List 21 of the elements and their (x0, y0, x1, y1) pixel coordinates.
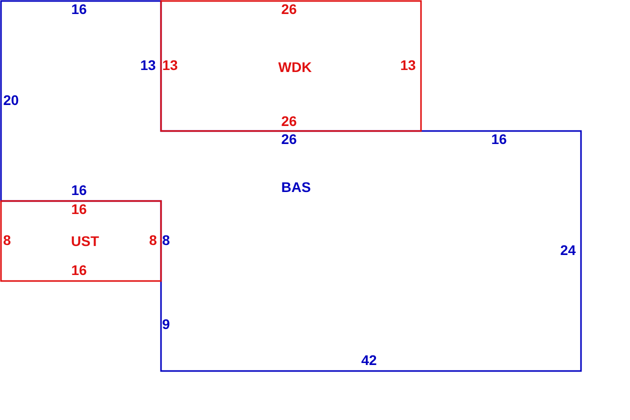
dimension-label: 16 (71, 201, 87, 217)
dimension-label: 16 (71, 1, 87, 17)
dimension-label: 9 (162, 316, 170, 332)
dimension-label: 20 (3, 92, 19, 108)
dimension-label: 16 (71, 182, 87, 198)
dimension-label: 13 (140, 57, 156, 73)
dimension-label: 8 (3, 232, 11, 248)
room-name: UST (71, 233, 99, 249)
dimension-label: 13 (400, 57, 416, 73)
dimension-label: 8 (162, 232, 170, 248)
dimension-label: 8 (149, 232, 157, 248)
dimension-label: 16 (71, 262, 87, 278)
dimension-label: 26 (281, 131, 297, 147)
dimension-label: 16 (491, 131, 507, 147)
dimension-label: 13 (162, 57, 178, 73)
dimension-label: 26 (281, 1, 297, 17)
dimension-label: 26 (281, 113, 297, 129)
dimension-label: 42 (361, 352, 377, 368)
dimension-label: 24 (560, 242, 576, 258)
room-name: BAS (281, 179, 311, 195)
room-name: WDK (278, 59, 312, 75)
